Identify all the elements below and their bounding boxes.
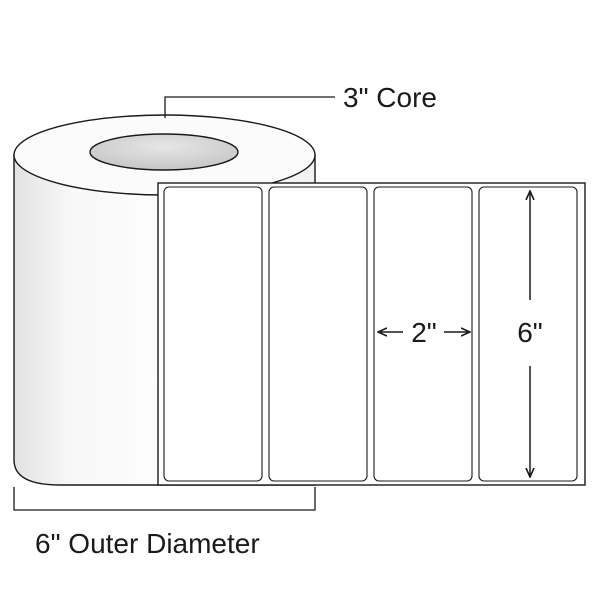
label-2 bbox=[268, 186, 368, 482]
label-4 bbox=[478, 186, 578, 482]
label-width-text: 2" bbox=[411, 317, 437, 348]
outer-diameter-bracket bbox=[13, 487, 316, 511]
roll-core bbox=[89, 133, 239, 171]
label-1 bbox=[163, 186, 263, 482]
core-leader-line bbox=[164, 96, 335, 118]
label-height-text: 6" bbox=[517, 317, 543, 348]
outer-diameter-label: 6" Outer Diameter bbox=[35, 528, 260, 559]
label-3 bbox=[373, 186, 473, 482]
core-label: 3" Core bbox=[343, 82, 437, 113]
